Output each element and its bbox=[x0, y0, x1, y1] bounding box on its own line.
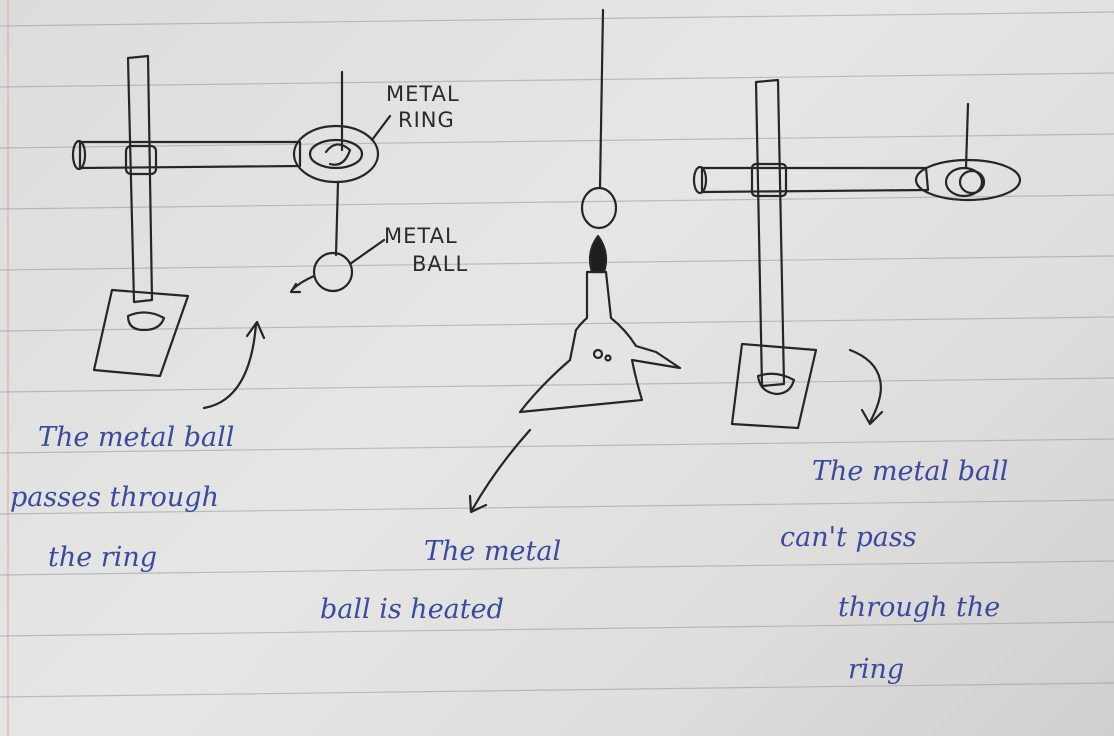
metal-ring-right bbox=[914, 102, 1022, 202]
caption-middle-line2: ball is heated bbox=[320, 594, 504, 625]
ruled-line bbox=[0, 499, 1114, 515]
ruled-line bbox=[0, 682, 1114, 698]
metal-ball bbox=[312, 251, 354, 293]
stand-left-arm-cap bbox=[71, 139, 87, 171]
stand-left-clamp bbox=[124, 144, 158, 176]
stand-right-arm bbox=[700, 166, 930, 194]
ball-string-middle bbox=[598, 8, 605, 190]
ruled-line bbox=[0, 255, 1114, 271]
caption-left-line1: The metal ball bbox=[38, 422, 235, 453]
ring-pointer bbox=[370, 114, 392, 142]
stand-right-clamp bbox=[750, 162, 788, 198]
metal-ring-inner bbox=[308, 138, 364, 170]
stand-right-pole bbox=[754, 78, 786, 388]
heated-ball-setup bbox=[518, 8, 682, 414]
stand-right-base bbox=[730, 342, 818, 430]
metal-ball-on-ring bbox=[944, 166, 984, 198]
stand-left-arm bbox=[78, 140, 302, 170]
burner bbox=[518, 270, 682, 414]
stand-right-arm-cap bbox=[692, 165, 708, 195]
caption-middle-line1: The metal bbox=[424, 536, 562, 567]
ruled-line bbox=[0, 133, 1114, 149]
caption-right-line3: through the bbox=[838, 592, 1001, 623]
ruled-line bbox=[0, 377, 1114, 393]
stand-left-base-socket bbox=[126, 311, 166, 332]
ball-pointer bbox=[348, 238, 386, 266]
stand-right bbox=[692, 78, 930, 430]
metal-ring-right-outer bbox=[914, 158, 1022, 202]
label-metal-ball-line1: METAL bbox=[384, 224, 458, 248]
ruled-line bbox=[0, 438, 1114, 454]
label-metal-ring-line2: RING bbox=[398, 108, 455, 132]
caption-right-line1: The metal ball bbox=[812, 456, 1009, 487]
burner-hole bbox=[592, 348, 604, 360]
ball-motion-arrow bbox=[289, 274, 316, 294]
ruled-line bbox=[0, 194, 1114, 210]
ruled-line bbox=[0, 316, 1114, 332]
label-metal-ring-line1: METAL bbox=[386, 82, 460, 106]
metal-ball-left bbox=[289, 238, 386, 294]
metal-ring-outer bbox=[292, 124, 380, 184]
flame bbox=[588, 234, 608, 274]
ruled-line bbox=[0, 560, 1114, 576]
stand-left-pole bbox=[126, 54, 154, 304]
caption-left-line3: the ring bbox=[48, 542, 158, 573]
ball-string-right bbox=[964, 102, 970, 170]
metal-ring-left bbox=[292, 70, 392, 257]
label-metal-ball-line2: BALL bbox=[412, 252, 469, 276]
stand-left bbox=[71, 54, 302, 378]
arrow-middle bbox=[468, 428, 532, 514]
stand-right-base-socket bbox=[756, 372, 796, 396]
metal-ball-middle bbox=[580, 186, 618, 230]
ball-string-left bbox=[334, 180, 340, 257]
caption-left-line2: passes through bbox=[10, 482, 219, 513]
ruled-line bbox=[0, 621, 1114, 637]
arrow-right bbox=[848, 348, 884, 426]
stand-left-base bbox=[92, 288, 190, 378]
caption-right-line4: ring bbox=[848, 654, 905, 685]
arrow-left bbox=[202, 320, 266, 410]
ruled-line bbox=[0, 11, 1114, 27]
caption-right-line2: can't pass bbox=[780, 522, 917, 553]
ruled-line bbox=[0, 72, 1114, 88]
